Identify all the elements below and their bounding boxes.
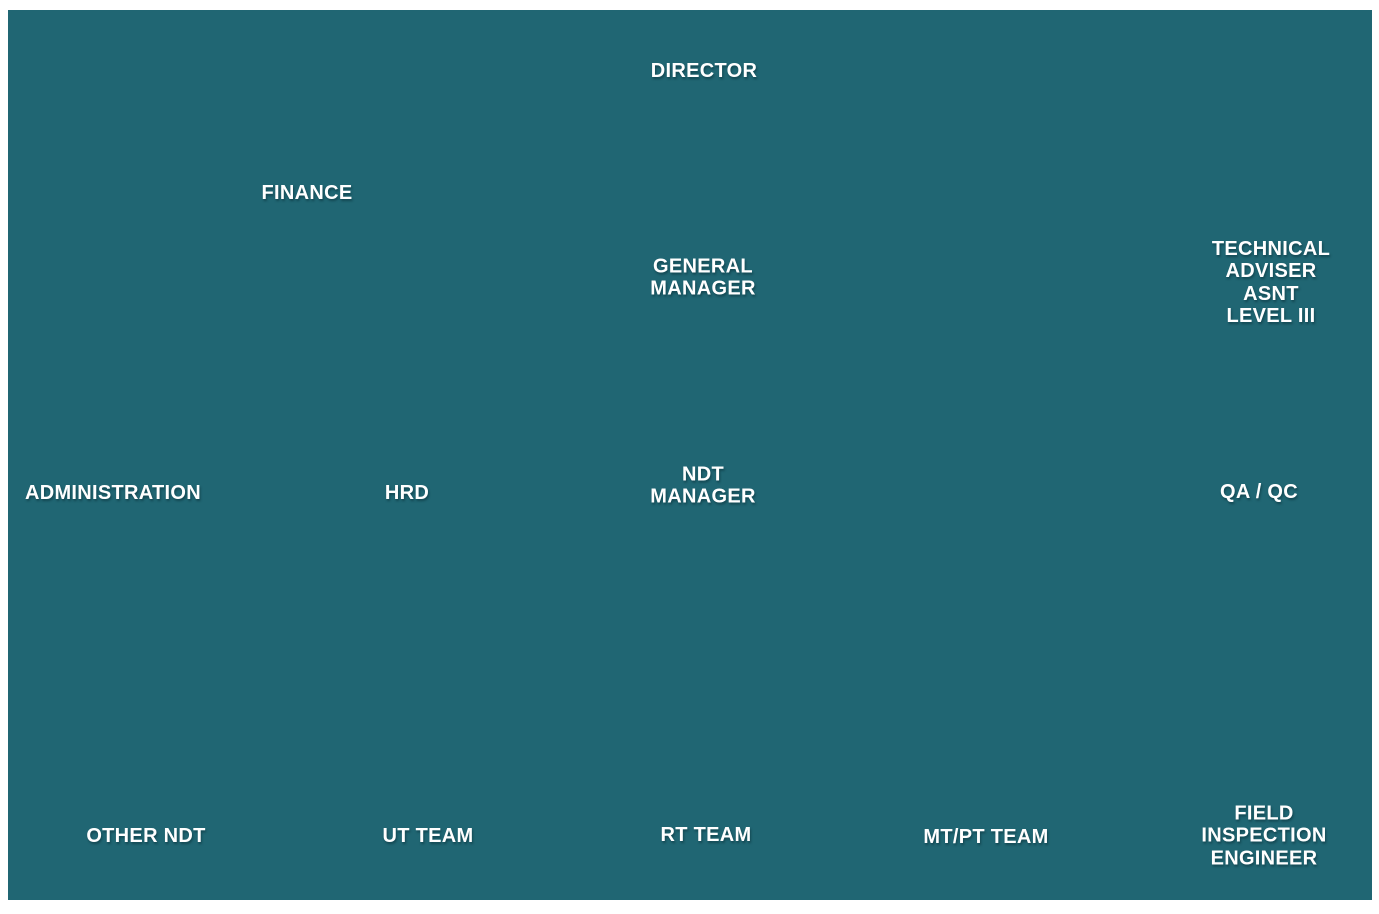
org-node-hrd: HRD [384, 481, 430, 504]
org-node-administration: ADMINISTRATION [24, 481, 202, 504]
org-chart-board: DIRECTOR FINANCE GENERAL MANAGER TECHNIC… [8, 10, 1372, 900]
org-node-other-ndt: OTHER NDT [86, 824, 206, 847]
org-node-field-inspection-engineer: FIELD INSPECTION ENGINEER [1201, 802, 1327, 870]
org-node-qa-qc: QA / QC [1219, 480, 1299, 503]
org-node-director: DIRECTOR [650, 59, 758, 82]
org-node-ut-team: UT TEAM [382, 824, 474, 847]
org-node-mt-pt-team: MT/PT TEAM [923, 825, 1049, 848]
org-node-ndt-manager: NDT MANAGER [650, 463, 756, 508]
org-node-rt-team: RT TEAM [660, 823, 752, 846]
org-node-general-manager: GENERAL MANAGER [650, 255, 756, 300]
org-node-finance: FINANCE [261, 181, 353, 204]
org-node-technical-adviser-asnt-level-iii: TECHNICAL ADVISER ASNT LEVEL III [1211, 238, 1331, 328]
